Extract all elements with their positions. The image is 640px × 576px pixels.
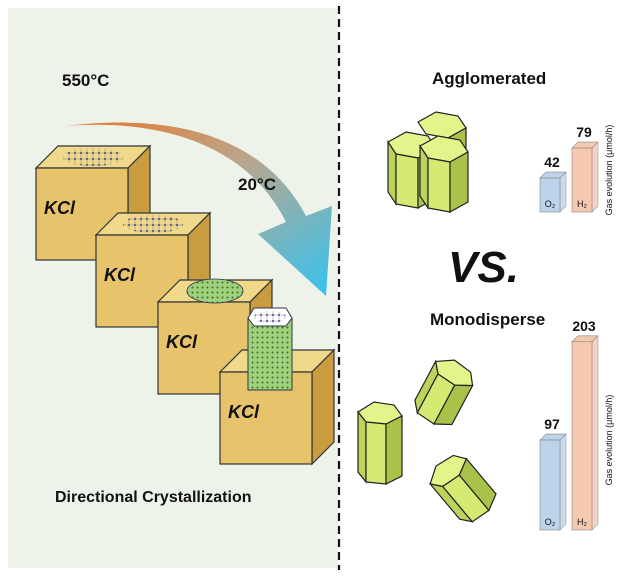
bar-category-label: O₂ [545,517,556,527]
bar-value-label: 203 [572,318,596,334]
agglomerated-title: Agglomerated [432,69,546,88]
bar-front [539,439,561,531]
kcl-label: KCl [166,332,198,352]
bar-side [591,335,599,531]
bar-side [559,433,567,531]
bar-front [571,147,593,213]
bar-category-label: H₂ [577,199,587,209]
bar-category-label: O₂ [545,199,556,209]
molecular-lattice [123,215,183,233]
y-axis-label: Gas evolution (μmol/h) [604,395,614,486]
directional-crystallization-caption: Directional Crystallization [55,489,252,506]
agglomerated-prisms [387,111,469,214]
temp-high-label: 550°C [62,71,109,90]
bar-front [571,341,593,531]
molecular-lattice [63,148,123,166]
bar-value-label: 97 [544,416,560,432]
monodisperse-prisms [357,359,497,523]
bar-front [539,177,561,213]
bar-value-label: 42 [544,154,560,170]
kcl-label: KCl [104,265,136,285]
bar-category-label: H₂ [577,517,587,527]
bar-side [591,141,599,213]
growing-hexagonal-prism [247,307,293,391]
monodisperse-title: Monodisperse [430,310,545,329]
kcl-label: KCl [44,198,76,218]
bar-value-label: 79 [576,124,592,140]
versus-label: VS. [448,243,519,292]
y-axis-label: Gas evolution (μmol/h) [604,125,614,216]
kcl-label: KCl [228,402,260,422]
bar-side [559,171,567,213]
temp-low-label: 20°C [238,175,276,194]
crystal-nucleus [186,278,244,304]
